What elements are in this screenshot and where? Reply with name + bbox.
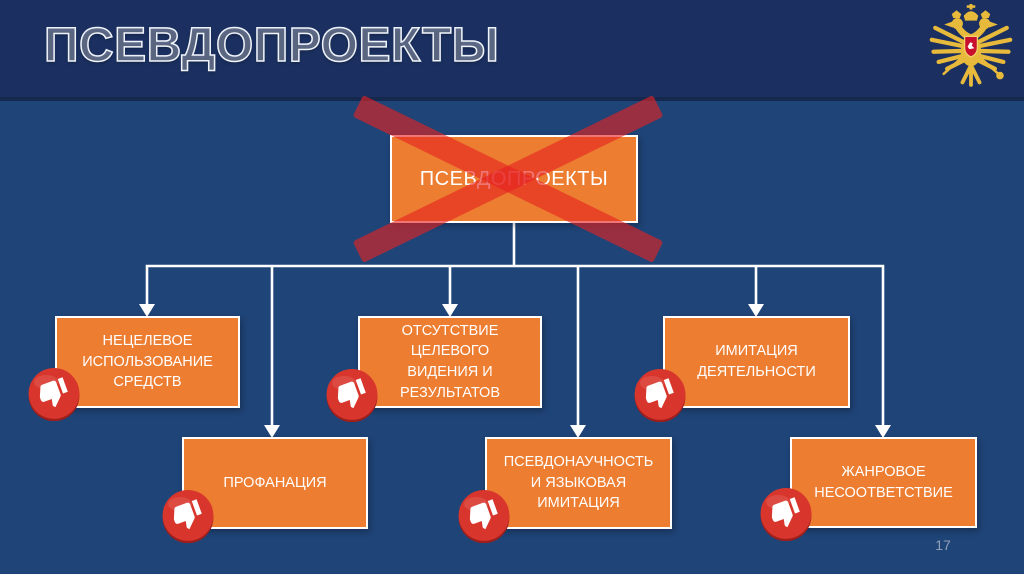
thumbs-down-icon bbox=[162, 490, 214, 543]
slide-header: ПСЕВДОПРОЕКТЫ bbox=[0, 0, 1024, 101]
thumbs-down-icon bbox=[326, 369, 378, 422]
thumbs-down-icon bbox=[760, 488, 812, 541]
page-title: ПСЕВДОПРОЕКТЫ bbox=[43, 18, 500, 73]
node-otsutstvie-tselevogo-videniya: ОТСУТСТВИЕ ЦЕЛЕВОГО ВИДЕНИЯ И РЕЗУЛЬТАТО… bbox=[358, 316, 542, 408]
node-zhanrovoe-nesootvetstvie: ЖАНРОВОЕ НЕСООТВЕТСТВИЕ bbox=[790, 437, 977, 528]
thumbs-down-icon bbox=[28, 368, 80, 421]
node-profanatsiya: ПРОФАНАЦИЯ bbox=[182, 437, 368, 529]
russia-coat-of-arms-icon bbox=[929, 4, 1013, 87]
node-psevdonauchnost-imitatsiya: ПСЕВДОНАУЧНОСТЬ И ЯЗЫКОВАЯ ИМИТАЦИЯ bbox=[485, 437, 672, 529]
node-netselevoe-ispolzovanie-sredstv: НЕЦЕЛЕВОЕ ИСПОЛЬЗОВАНИЕ СРЕДСТВ bbox=[55, 316, 240, 408]
thumbs-down-icon bbox=[634, 369, 686, 422]
page-number: 17 bbox=[935, 537, 951, 553]
thumbs-down-icon bbox=[458, 490, 510, 543]
node-imitatsiya-deyatelnosti: ИМИТАЦИЯ ДЕЯТЕЛЬНОСТИ bbox=[663, 316, 850, 408]
